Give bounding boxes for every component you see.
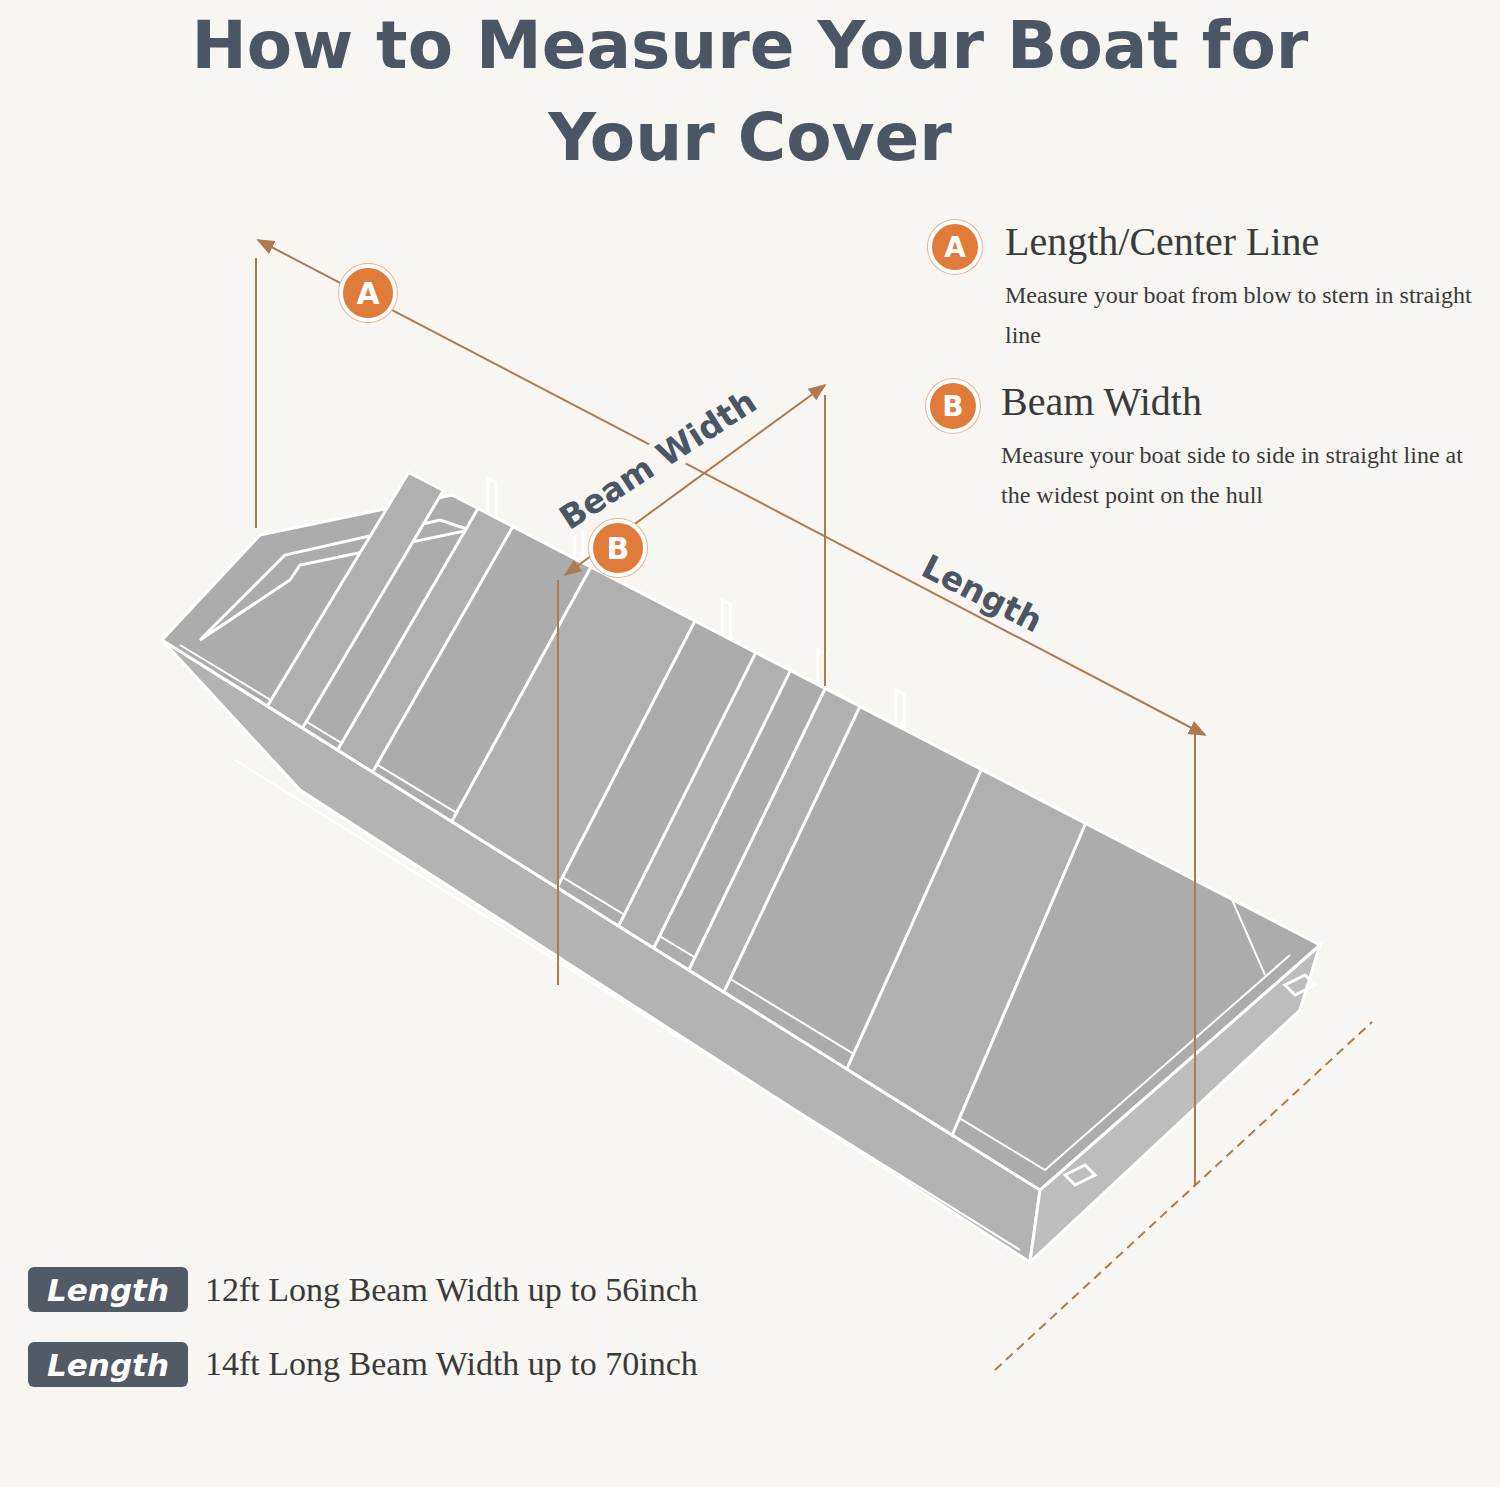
seat <box>689 689 860 993</box>
callout-letter: A <box>356 276 379 311</box>
seat-post <box>488 479 496 518</box>
size-note: 14ft Long Beam Width up to 70inch <box>205 1342 1005 1386</box>
size-note: 12ft Long Beam Width up to 56inch <box>205 1268 1005 1312</box>
legend-heading: Beam Width <box>1001 378 1491 426</box>
stern-corner <box>1230 895 1265 975</box>
legend-heading: Length/Center Line <box>1005 218 1495 266</box>
callout-circle: A <box>339 264 397 322</box>
callout-circle: A <box>928 220 982 274</box>
dimension-label: Beam Width <box>550 381 766 539</box>
seat <box>847 770 1086 1136</box>
badge-text: Length <box>47 1272 169 1308</box>
length-badge: Length <box>28 1267 188 1312</box>
transom-mounts <box>1065 975 1315 1185</box>
callout-letter: B <box>942 390 963 423</box>
callout-letter: A <box>944 231 966 264</box>
callout-letter: B <box>607 531 630 566</box>
seat <box>338 509 513 773</box>
seat-post <box>722 600 730 639</box>
legend-body: Measure your boat side to side in straig… <box>1001 435 1496 515</box>
seats <box>267 473 1085 1136</box>
title: How to Measure Your Boat for Your Cover <box>150 0 1350 184</box>
inner-gunwale <box>180 645 1290 1170</box>
length-badge: Length <box>28 1342 188 1387</box>
seat <box>452 567 695 888</box>
callout-circle: B <box>926 379 980 433</box>
callout-circle: B <box>589 519 647 577</box>
badge-text: Length <box>47 1347 169 1383</box>
legend-body: Measure your boat from blow to stern in … <box>1005 275 1495 355</box>
seat-post <box>896 690 904 729</box>
dimension-lines <box>256 240 1372 1370</box>
